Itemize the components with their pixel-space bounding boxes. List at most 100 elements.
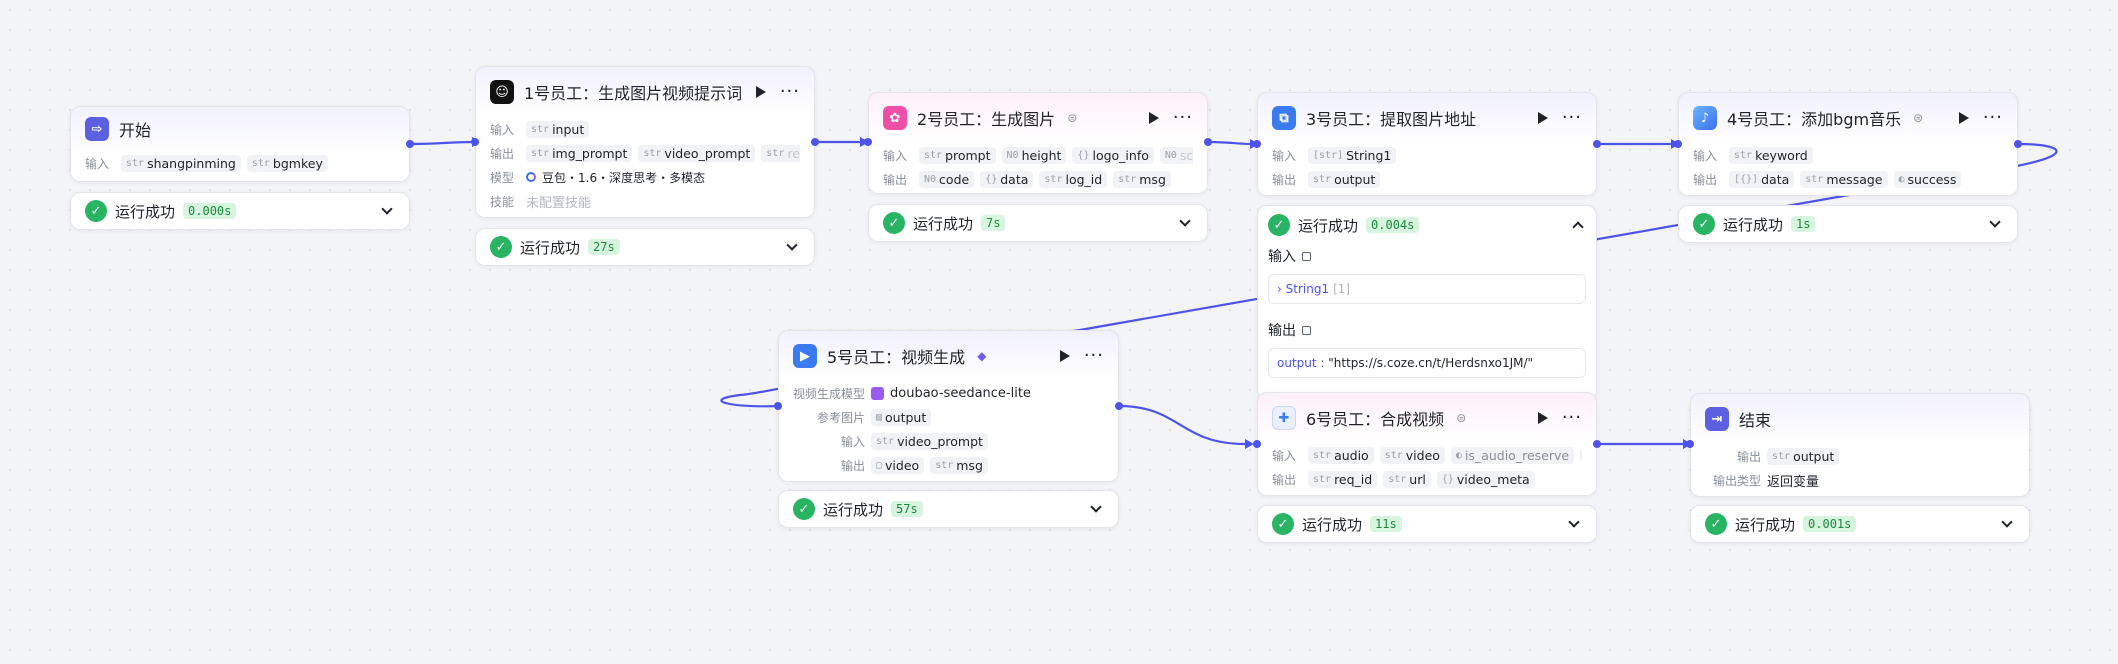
chevron-down-icon[interactable] [1179,215,1191,227]
output-label: 输出 [883,172,908,187]
status-text: 运行成功 [1302,515,1363,534]
input-handle[interactable] [1674,140,1682,148]
model-name: doubao-seedance-lite [890,385,1031,401]
param-tag: {}logo_info [1072,146,1154,164]
status-bar-end[interactable]: ✓ 运行成功 0.001s [1690,505,2030,543]
time-badge: 1s [1791,216,1816,232]
node-3[interactable]: ⧉ 3号员工：提取图片地址 ··· 输入 [str]String1 输出 str… [1257,92,1597,196]
chevron-down-icon[interactable] [1989,216,2001,228]
status-text: 运行成功 [1298,216,1359,235]
chevron-down-icon[interactable] [1090,501,1102,513]
status-bar-6[interactable]: ✓ 运行成功 11s [1257,505,1597,543]
image-type-icon: ▨ [876,411,883,423]
code-extract-icon: ⧉ [1272,106,1296,130]
play-icon[interactable] [1537,412,1548,424]
input-handle[interactable] [774,402,782,410]
status-bar-5[interactable]: ✓ 运行成功 57s [778,490,1119,528]
output-handle[interactable] [2014,140,2022,148]
play-icon[interactable] [1148,112,1159,124]
output-handle[interactable] [1115,402,1123,410]
play-icon[interactable] [1537,112,1548,124]
input-handle[interactable] [1253,140,1261,148]
more-icon[interactable]: ··· [779,81,800,102]
play-icon[interactable] [1059,350,1070,362]
param-tag: {}data [980,170,1034,188]
output-label: 输出 [1272,172,1297,187]
copy-icon[interactable] [1302,251,1311,261]
more-icon[interactable]: ··· [1561,407,1582,428]
time-badge: 27s [588,239,620,255]
chevron-up-icon[interactable] [1572,221,1584,233]
output-handle[interactable] [1593,140,1601,148]
detail-input-count: [1] [1333,282,1351,296]
plugin-badge-icon: ⊜ [1913,111,1924,125]
input-label: 输入 [490,122,515,137]
status-panel-3-expanded[interactable]: ✓ 运行成功 0.004s 输入 › String1 [1] 输出 output… [1257,205,1597,400]
chevron-down-icon[interactable] [1568,516,1580,528]
status-bar-4[interactable]: ✓ 运行成功 1s [1678,205,2018,243]
edge-start-n1 [409,140,473,146]
status-bar-1[interactable]: ✓ 运行成功 27s [475,228,815,266]
status-bar-2[interactable]: ✓ 运行成功 7s [868,204,1208,242]
param-tag: ◐is_audio_reserve [1450,446,1575,464]
output-handle[interactable] [406,140,414,148]
node-title: 结束 [1739,411,1772,430]
node-title: 6号员工：合成视频 [1306,410,1445,429]
expand-arrow-icon[interactable]: › [1277,282,1286,296]
edge-n5-n6 [1118,404,1246,446]
more-icon[interactable]: ··· [1172,107,1193,128]
plugin-badge-icon: ⊜ [1067,111,1078,125]
start-icon: ⇨ [85,117,109,141]
image-gen-icon: ✿ [883,106,907,130]
model-logo-icon [871,386,884,400]
status-bar-start[interactable]: ✓ 运行成功 0.000s [70,192,410,230]
detail-input-title: 输入 [1268,249,1296,265]
input-handle[interactable] [471,138,479,146]
chevron-down-icon[interactable] [786,239,798,251]
node-title: 2号员工：生成图片 [917,110,1056,129]
more-icon[interactable]: ··· [1083,345,1104,366]
status-text: 运行成功 [115,202,176,221]
node-5[interactable]: ▶ 5号员工：视频生成 ◆ ··· 视频生成模型 doubao-seedance… [778,330,1119,482]
chevron-down-icon[interactable] [2001,516,2013,528]
copy-icon[interactable] [1302,325,1311,335]
more-icon[interactable]: ··· [1561,107,1582,128]
chevron-down-icon[interactable] [381,203,393,215]
output-handle[interactable] [811,138,819,146]
input-handle[interactable] [864,138,872,146]
output-handle[interactable] [1593,440,1601,448]
more-icon[interactable]: ··· [1982,107,2003,128]
time-badge: 57s [891,501,923,517]
input-handle[interactable] [1686,440,1694,448]
input-label: 输入 [1272,448,1297,463]
video-gen-icon: ▶ [793,344,817,368]
output-handle[interactable] [1204,138,1212,146]
detail-output-box[interactable]: output : "https://s.coze.cn/t/Herdsnxo1J… [1268,348,1586,378]
play-icon[interactable] [1958,112,1969,124]
detail-input-box[interactable]: › String1 [1] [1268,274,1586,304]
play-icon[interactable] [755,86,766,98]
more-params-button[interactable]: ··· [1580,448,1582,462]
check-icon: ✓ [85,200,107,222]
param-tag: strreas [761,144,800,162]
input-label: 输入 [1693,148,1718,163]
check-icon: ✓ [1693,213,1715,235]
time-badge: 0.000s [183,203,237,219]
input-handle[interactable] [1253,440,1261,448]
